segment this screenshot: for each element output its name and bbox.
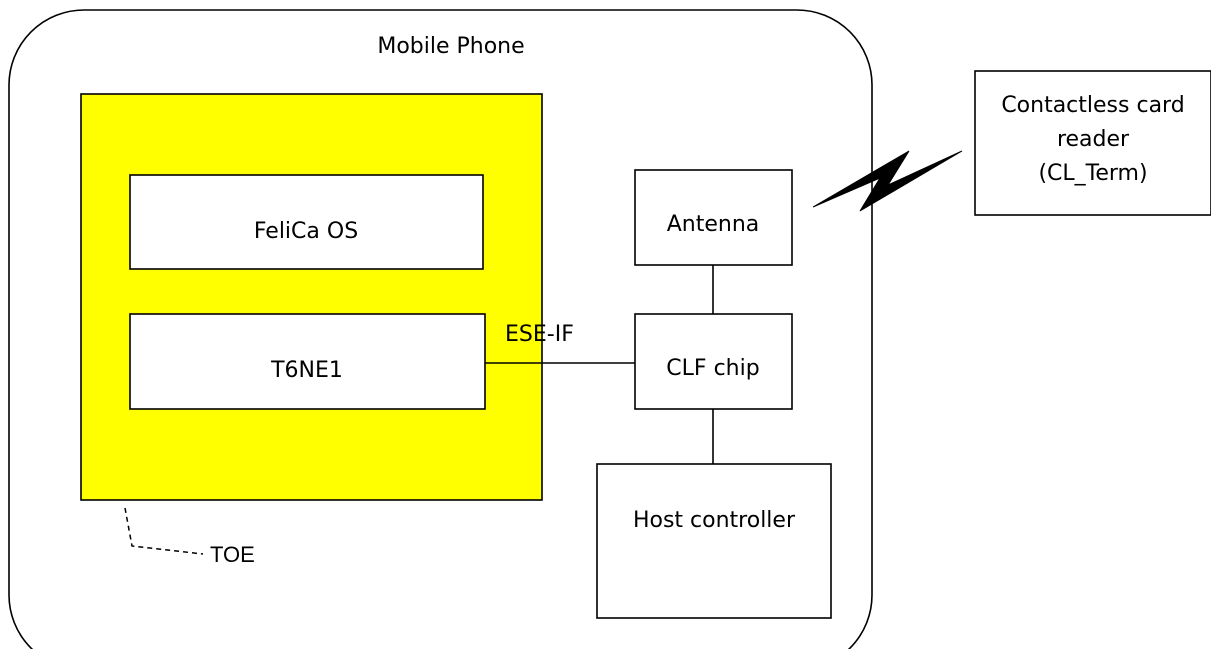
host-controller-box <box>596 463 832 619</box>
felica-os-label: FeliCa OS <box>254 219 358 244</box>
antenna-box <box>634 169 793 266</box>
ese-if-label: ESE-IF <box>505 322 574 347</box>
mobile-phone-label: Mobile Phone <box>377 34 524 59</box>
felica-os-box <box>129 174 484 270</box>
t6ne1-box <box>129 313 486 410</box>
reader-label-line3: (CL_Term) <box>1038 161 1147 186</box>
toe-region <box>80 93 543 501</box>
clf-chip-box <box>634 313 793 410</box>
host-controller-label: Host controller <box>633 508 796 533</box>
clf-chip-label: CLF chip <box>666 356 759 381</box>
toe-label: TOE <box>210 542 255 567</box>
reader-label-line1: Contactless card <box>1001 93 1184 118</box>
toe-leader-line <box>124 507 204 555</box>
contactless-reader-box <box>974 70 1211 216</box>
t6ne1-label: T6NE1 <box>270 358 343 383</box>
reader-label-line2: reader <box>1057 127 1130 152</box>
antenna-label: Antenna <box>667 212 760 237</box>
wireless-link-icon <box>812 150 963 212</box>
